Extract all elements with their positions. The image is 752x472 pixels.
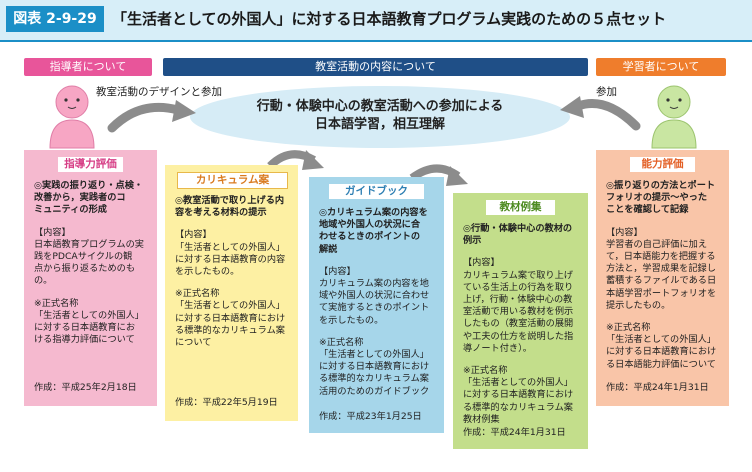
card-official-label: ※正式名称 (175, 288, 220, 300)
activity-summary: 行動・体験中心の教室活動への参加による 日本語学習，相互理解 (230, 98, 530, 134)
participation-label: 参加 (596, 86, 617, 98)
card-title: カリキュラム案 (177, 172, 288, 189)
card-instructor-evaluation: 指導力評価 ◎実践の振り返り・点検・ 改善から，実践者のコ ミュニティの形成 【… (24, 150, 157, 406)
card-content: カリキュラム案の内容を地 域や外国人の状況に合わせ て実施するときのポイント を… (319, 278, 430, 326)
card-date: 作成：平成24年1月31日 (463, 427, 566, 438)
activity-ellipse (190, 86, 570, 148)
card-title: 能力評価 (630, 157, 695, 172)
card-official-name: 「生活者としての外国人」 に対する日本語教育におけ る標準的なカリキュラム案 に… (175, 300, 286, 349)
arrow-head-right (560, 96, 584, 118)
instructor-person-icon (49, 85, 95, 149)
card-guidebook: ガイドブック ◎カリキュラム案の内容を 地域や外国人の状況に合 わせるときのポイ… (309, 177, 444, 433)
instructor-header: 指導者について (24, 58, 152, 76)
card-content-label: 【内容】 (175, 229, 212, 241)
title-bar: 図表 2-9-29 「生活者としての外国人」に対する日本語教育プログラム実践のた… (0, 0, 752, 40)
card-content-label: 【内容】 (463, 257, 500, 269)
card-ability-evaluation: 能力評価 ◎振り返りの方法とポート フォリオの提示〜やった ことを確認して記録 … (596, 150, 729, 406)
card-official-name: 「生活者としての外国人」 に対する日本語教育におけ る標準的なカリキュラム案 活… (319, 349, 430, 397)
card-curriculum: カリキュラム案 ◎教室活動で取り上げる内 容を考える材料の提示 【内容】 「生活… (165, 165, 298, 421)
curved-arrow-icon (573, 99, 641, 131)
card-lead: ◎教室活動で取り上げる内 容を考える材料の提示 (175, 195, 285, 219)
figure-number: 図表 2-9-29 (6, 6, 104, 32)
card-lead: ◎カリキュラム案の内容を 地域や外国人の状況に合 わせるときのポイントの 解説 (319, 207, 428, 255)
card-official-name: 「生活者としての外国人」 に対する日本語教育におけ る標準的なカリキュラム案 教… (463, 377, 574, 425)
figure-title: 「生活者としての外国人」に対する日本語教育プログラム実践のための５点セット (112, 10, 667, 28)
title-divider (0, 40, 752, 42)
curved-arrow-icon (107, 102, 183, 133)
card-date: 作成：平成24年1月31日 (606, 382, 709, 393)
card-official-label: ※正式名称 (463, 365, 508, 377)
card-lead: ◎振り返りの方法とポート フォリオの提示〜やった ことを確認して記録 (606, 180, 716, 216)
card-title: 指導力評価 (58, 157, 123, 172)
card-content: 「生活者としての外国人」 に対する日本語教育の内容 を示したもの。 (175, 241, 286, 278)
card-content: カリキュラム案で取り上げ ている生活上の行為を取り 上げ，行動・体験中心の教 室… (463, 269, 574, 354)
card-content-label: 【内容】 (606, 226, 643, 238)
card-date: 作成：平成25年2月18日 (34, 382, 137, 393)
activity-summary-line2: 日本語学習，相互理解 (314, 117, 445, 132)
card-official-name: 「生活者としての外国人」 に対する日本語教育におけ る日本語能力評価について (606, 334, 717, 370)
card-content: 学習者の自己評価に加え て，日本語能力を把握する 方法と，学習成果を記録し 蓄積… (606, 238, 717, 311)
card-content-label: 【内容】 (34, 226, 71, 238)
card-date: 作成：平成22年5月19日 (175, 397, 278, 408)
card-official-label: ※正式名称 (319, 336, 364, 348)
card-title: ガイドブック (329, 184, 424, 199)
design-participation-label: 教室活動のデザインと参加 (96, 86, 222, 98)
card-teaching-materials: 教材例集 ◎行動・体験中心の教材の 例示 【内容】 カリキュラム案で取り上げ て… (453, 193, 588, 449)
learner-person-icon (651, 85, 697, 149)
card-official-label: ※正式名称 (34, 297, 79, 309)
arrow-head-left (172, 100, 196, 122)
card-lead: ◎行動・体験中心の教材の 例示 (463, 223, 573, 247)
learner-header: 学習者について (596, 58, 726, 76)
card-official-name: 「生活者としての外国人」 に対する日本語教育にお ける指導力評価について (34, 309, 144, 346)
arrow-head-card3 (446, 166, 468, 186)
card-content: 日本語教育プログラムの実 践をPDCAサイクルの観 点から振り返るためのも の。 (34, 238, 144, 287)
activity-summary-line1: 行動・体験中心の教室活動への参加による (256, 99, 504, 114)
card-content-label: 【内容】 (319, 265, 356, 277)
card-lead: ◎実践の振り返り・点検・ 改善から，実践者のコ ミュニティの形成 (34, 180, 144, 216)
activity-header: 教室活動の内容について (163, 58, 588, 76)
card-title: 教材例集 (486, 200, 555, 215)
card-date: 作成：平成23年1月25日 (319, 411, 422, 422)
arrow-head-card2 (302, 150, 324, 170)
card-official-label: ※正式名称 (606, 322, 651, 334)
